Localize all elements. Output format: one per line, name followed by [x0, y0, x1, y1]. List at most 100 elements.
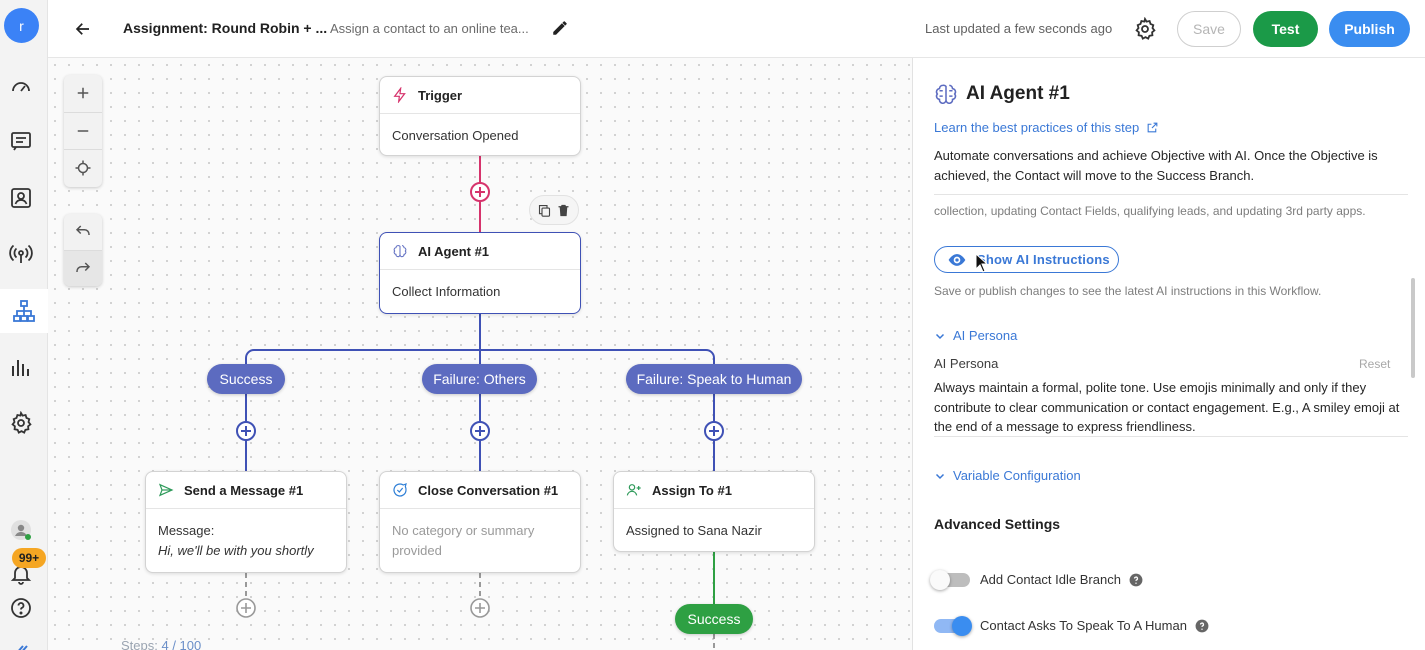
- user-plus-icon: [626, 484, 641, 496]
- steps-counter: Steps: 4 / 100: [121, 638, 201, 650]
- zoom-controls: [64, 75, 102, 187]
- branch-success[interactable]: Success: [207, 364, 285, 394]
- save-button[interactable]: Save: [1177, 11, 1241, 47]
- connector-lines: [236, 156, 724, 650]
- back-button[interactable]: [70, 16, 96, 42]
- zoom-out-button[interactable]: [64, 112, 102, 148]
- workflow-header: Assignment: Round Robin + ... Assign a c…: [48, 0, 1425, 58]
- undo-icon: [75, 225, 90, 235]
- eye-icon: [948, 253, 966, 266]
- assign-success-branch[interactable]: Success: [675, 604, 753, 634]
- add-step-icon[interactable]: [704, 421, 724, 441]
- undo-button[interactable]: [64, 214, 102, 250]
- publish-button[interactable]: Publish: [1329, 11, 1410, 47]
- workflow-icon: [13, 300, 35, 322]
- crosshair-icon: [75, 160, 91, 175]
- add-step-icon[interactable]: [236, 598, 256, 618]
- help-icon[interactable]: [1129, 573, 1143, 587]
- variable-configuration-label: Variable Configuration: [953, 468, 1081, 483]
- test-button[interactable]: Test: [1253, 11, 1318, 47]
- branch-failure-others[interactable]: Failure: Others: [422, 364, 537, 394]
- zoom-in-button[interactable]: [64, 75, 102, 111]
- notification-badge: 99+: [12, 548, 46, 568]
- settings-gear-icon[interactable]: [1133, 17, 1157, 41]
- last-updated-text: Last updated a few seconds ago: [925, 21, 1113, 36]
- nav-reports[interactable]: [0, 345, 42, 389]
- plus-icon: [77, 87, 89, 99]
- ai-persona-section-toggle[interactable]: AI Persona: [934, 328, 1017, 343]
- nav-inbox[interactable]: [0, 119, 42, 163]
- left-navigation: r 99+: [0, 0, 48, 650]
- ai-agent-node-body: Collect Information: [392, 284, 501, 299]
- close-conversation-node[interactable]: Close Conversation #1 No category or sum…: [379, 471, 581, 573]
- add-step-icon[interactable]: [236, 421, 256, 441]
- redo-button[interactable]: [64, 250, 102, 286]
- workflow-description: Assign a contact to an online tea...: [330, 21, 529, 36]
- nav-workflows[interactable]: [0, 289, 48, 333]
- user-icon: [11, 520, 31, 540]
- branch-failure-speak-to-human[interactable]: Failure: Speak to Human: [626, 364, 802, 394]
- ai-persona-text[interactable]: Always maintain a formal, polite tone. U…: [934, 380, 1400, 434]
- best-practices-link-text: Learn the best practices of this step: [934, 120, 1140, 135]
- user-initial: r: [19, 17, 24, 34]
- help-circle-icon: [11, 598, 31, 618]
- send-message-node[interactable]: Send a Message #1 Message: Hi, we'll be …: [145, 471, 347, 573]
- contact-icon: [11, 188, 31, 208]
- close-conversation-node-title: Close Conversation #1: [418, 482, 559, 498]
- add-step-icon[interactable]: [470, 598, 490, 618]
- nav-status-avatar[interactable]: [0, 508, 42, 552]
- instructions-hint: Save or publish changes to see the lates…: [934, 284, 1322, 298]
- steps-label: Steps:: [121, 638, 158, 650]
- message-label: Message:: [158, 523, 215, 538]
- assign-to-node-title: Assign To #1: [652, 482, 732, 498]
- contact-idle-branch-label: Add Contact Idle Branch: [980, 572, 1121, 587]
- show-ai-instructions-button[interactable]: Show AI Instructions: [934, 246, 1119, 273]
- pencil-icon[interactable]: [551, 19, 569, 37]
- message-icon: [11, 132, 31, 151]
- recenter-button[interactable]: [64, 149, 102, 185]
- divider: [934, 436, 1408, 437]
- nav-help[interactable]: [0, 586, 42, 630]
- speak-to-human-label: Contact Asks To Speak To A Human: [980, 618, 1187, 633]
- chevron-down-icon: [935, 473, 945, 479]
- trigger-node-header: Trigger: [380, 77, 580, 114]
- panel-title-row: AI Agent #1: [933, 81, 1070, 107]
- double-check-icon: [18, 645, 28, 650]
- contact-idle-branch-toggle[interactable]: [930, 569, 970, 590]
- nav-broadcast[interactable]: [0, 232, 42, 276]
- trash-icon[interactable]: [556, 203, 571, 218]
- arrow-left-icon: [75, 23, 89, 35]
- ai-persona-label: AI Persona: [934, 356, 999, 371]
- speak-to-human-toggle[interactable]: [934, 615, 972, 636]
- user-avatar[interactable]: r: [4, 8, 39, 43]
- add-step-icon[interactable]: [470, 421, 490, 441]
- panel-description: Automate conversations and achieve Objec…: [934, 148, 1378, 183]
- brain-icon: [393, 245, 407, 258]
- mouse-cursor-icon: [975, 253, 989, 273]
- workflow-title: Assignment: Round Robin + ...: [123, 20, 328, 36]
- ai-agent-node[interactable]: AI Agent #1 Collect Information: [379, 232, 581, 314]
- close-conversation-summary: No category or summary provided: [392, 523, 535, 558]
- chevron-down-icon: [935, 333, 945, 339]
- speak-to-human-row: Contact Asks To Speak To A Human: [934, 615, 1209, 636]
- nav-contacts[interactable]: [0, 176, 42, 220]
- contact-idle-branch-row: Add Contact Idle Branch: [930, 569, 1143, 590]
- reset-button[interactable]: Reset: [1359, 357, 1391, 371]
- nav-checkmark[interactable]: [0, 628, 42, 650]
- nav-settings[interactable]: [0, 401, 42, 445]
- assign-to-node[interactable]: Assign To #1 Assigned to Sana Nazir: [613, 471, 815, 552]
- show-ai-instructions-label: Show AI Instructions: [977, 252, 1110, 267]
- help-icon[interactable]: [1195, 619, 1209, 633]
- workflow-canvas[interactable]: Trigger Conversation Opened AI Agent #1 …: [48, 58, 913, 650]
- best-practices-link[interactable]: Learn the best practices of this step: [934, 120, 1159, 135]
- send-message-node-header: Send a Message #1: [146, 472, 346, 509]
- nav-dashboard[interactable]: [0, 64, 42, 108]
- copy-icon[interactable]: [537, 203, 552, 218]
- variable-configuration-toggle[interactable]: Variable Configuration: [934, 468, 1081, 483]
- assign-to-node-header: Assign To #1: [614, 472, 814, 509]
- panel-scrollbar[interactable]: [1411, 278, 1415, 378]
- ai-agent-node-title: AI Agent #1: [418, 243, 490, 259]
- trigger-node[interactable]: Trigger Conversation Opened: [379, 76, 581, 156]
- close-conversation-node-body: No category or summary provided: [380, 509, 580, 573]
- message-text: Hi, we'll be with you shortly: [158, 543, 314, 558]
